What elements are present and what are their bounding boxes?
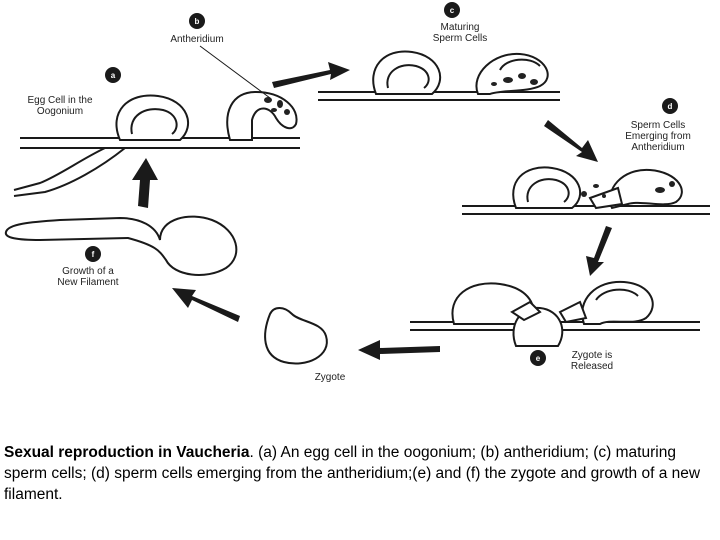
vaucheria-life-cycle-diagram: a Egg Cell in the Oogonium b Antheridium… [4,2,710,383]
arrow-e-to-zygote [358,340,440,360]
stage-c-maturing-group [318,50,560,101]
sperm-dot [593,184,599,188]
sperm-dot [271,108,277,112]
antheridium-tip [558,300,588,324]
label-b-letter: b [195,17,200,26]
sperm-dot [264,97,272,103]
label-d-letter: d [668,102,673,111]
label-c-badge [444,2,460,18]
sperm-dot [491,82,497,86]
label-sperm-line3: Antheridium [631,142,684,153]
label-a-letter: a [111,71,116,80]
label-zygote: Zygote [315,372,346,383]
label-sperm-line1: Sperm Cells [631,120,685,131]
antheridium-open [609,168,683,210]
label-a-badge [105,67,121,83]
new-filament [4,215,238,276]
label-d-badge [662,98,678,114]
oogonium [115,94,190,141]
label-maturing-line1: Maturing [441,22,480,33]
egg-cell-inner [130,108,178,135]
stage-e-released-group [410,280,700,347]
caption-text: . (a) An egg cell in the oogonium; (b) a… [4,444,701,503]
label-e-badge [530,350,546,366]
label-egg-cell-line2: Oogonium [37,106,83,117]
stage-f-growth-group [4,215,238,276]
label-c-letter: c [450,6,455,15]
zygote [264,307,328,365]
antheridium-empty [581,280,654,325]
label-zygote-released-line1: Zygote is [572,350,613,361]
label-f-letter: f [92,250,95,259]
arrow-a-to-c [272,62,350,88]
label-growth-line1: Growth of a [62,266,114,277]
sperm-dot [669,181,675,187]
label-growth-line2: New Filament [57,277,118,288]
sperm-dot [518,73,526,79]
egg-cell-inner [526,178,570,203]
label-b-badge [189,13,205,29]
label-sperm-line2: Emerging from [625,131,691,142]
sperm-dot [503,77,513,83]
antheridium-tip [588,186,624,210]
stage-a-egg-cell-group [13,45,300,197]
sperm-dot [581,191,587,197]
antheridium [226,90,298,141]
antheridium-hook [595,288,639,301]
egg-cell-inner [386,64,430,89]
sperm-dot [530,79,538,85]
arrow-c-to-d [544,120,598,162]
arrow-zygote-to-f [172,288,240,322]
stage-d-emerging-group [462,166,710,215]
filament-branch-upper [13,147,106,191]
oogonium-opening [510,300,542,322]
label-antheridium: Antheridium [170,34,223,45]
antheridium-hook [499,58,541,71]
sperm-dot [655,187,665,193]
oogonium [372,50,442,95]
antheridium-pointer-line [199,45,271,99]
sperm-dot [277,100,283,108]
label-f-badge [85,246,101,262]
sperm-dot [602,194,606,198]
arrow-d-to-e [586,226,612,276]
label-zygote-released-line2: Released [571,361,613,372]
caption-title: Sexual reproduction in Vaucheria [4,444,250,461]
sperm-dot [284,109,290,115]
label-maturing-line2: Sperm Cells [433,33,487,44]
label-egg-cell-line1: Egg Cell in the [27,95,92,106]
filament-branch-lower [13,147,126,197]
arrow-f-to-a [132,158,158,208]
oogonium [512,166,582,209]
figure-caption: Sexual reproduction in Vaucheria. (a) An… [4,442,704,505]
label-e-letter: e [536,354,541,363]
